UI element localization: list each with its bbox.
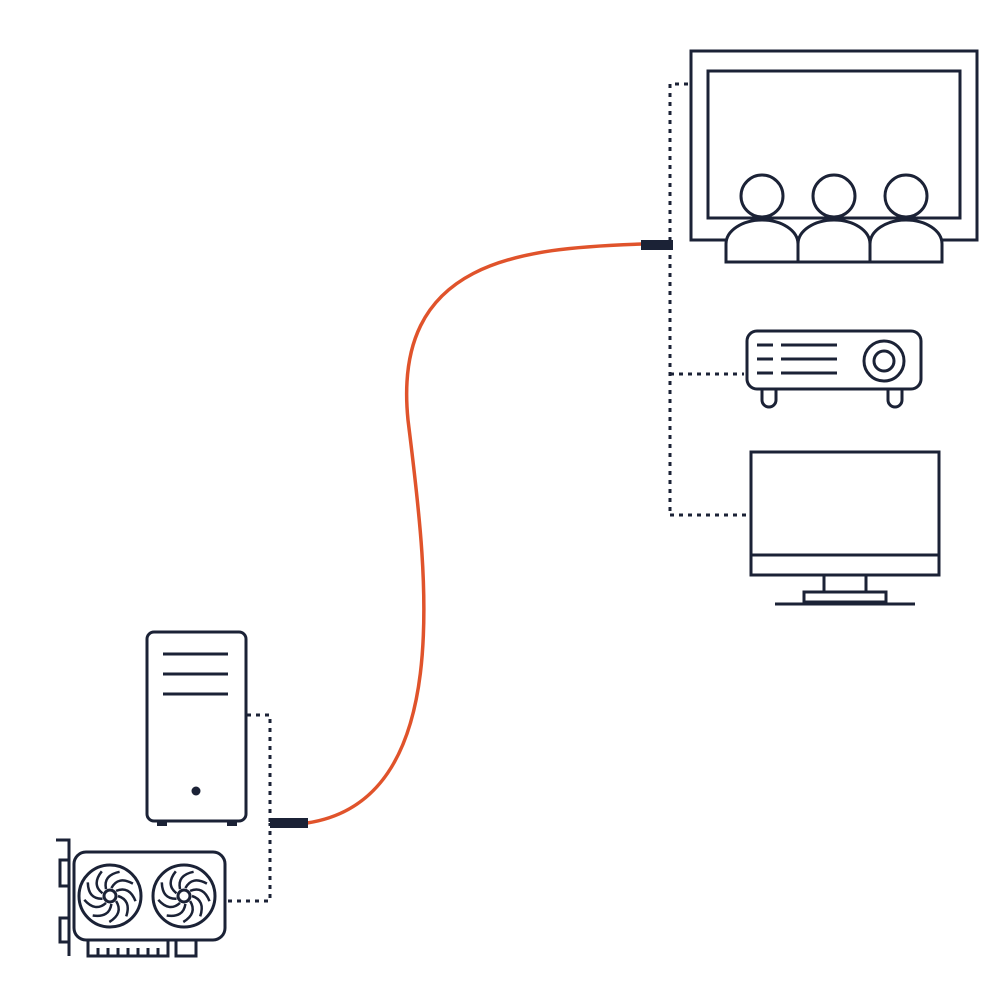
cable-connector-right — [641, 240, 673, 250]
fan-blade — [92, 903, 113, 918]
cable-connector-left — [270, 818, 308, 828]
fan-blade — [104, 870, 120, 890]
fan-blade — [182, 900, 194, 924]
fan-blade — [189, 888, 211, 902]
fan-blade — [157, 898, 181, 909]
display-bus — [668, 82, 688, 515]
fan-left — [83, 870, 137, 924]
gpu-link — [228, 823, 272, 903]
projector-icon — [745, 329, 923, 409]
fan-blade — [110, 879, 134, 889]
fan-blade — [160, 882, 177, 900]
fan-blade — [169, 870, 178, 895]
fan-blade — [178, 870, 194, 890]
fan-right — [157, 870, 211, 924]
fan-blade — [108, 900, 120, 924]
fan-blade — [117, 894, 129, 917]
fan-blade — [95, 870, 104, 895]
graphics-card-icon — [56, 838, 227, 958]
source-links — [228, 713, 272, 903]
fan-blade — [115, 888, 137, 902]
audience — [724, 173, 944, 264]
cable-line — [306, 242, 643, 825]
fan-blade — [83, 898, 107, 909]
desktop-tower-icon — [145, 630, 248, 826]
fan-blade — [166, 903, 187, 918]
tower-link — [247, 713, 272, 823]
display-links — [668, 82, 750, 517]
fan-blade — [191, 894, 203, 917]
fan-blade — [184, 879, 208, 889]
monitor-icon — [749, 450, 941, 606]
cinema-screen-icon — [689, 49, 979, 264]
fan-blade — [86, 882, 103, 900]
